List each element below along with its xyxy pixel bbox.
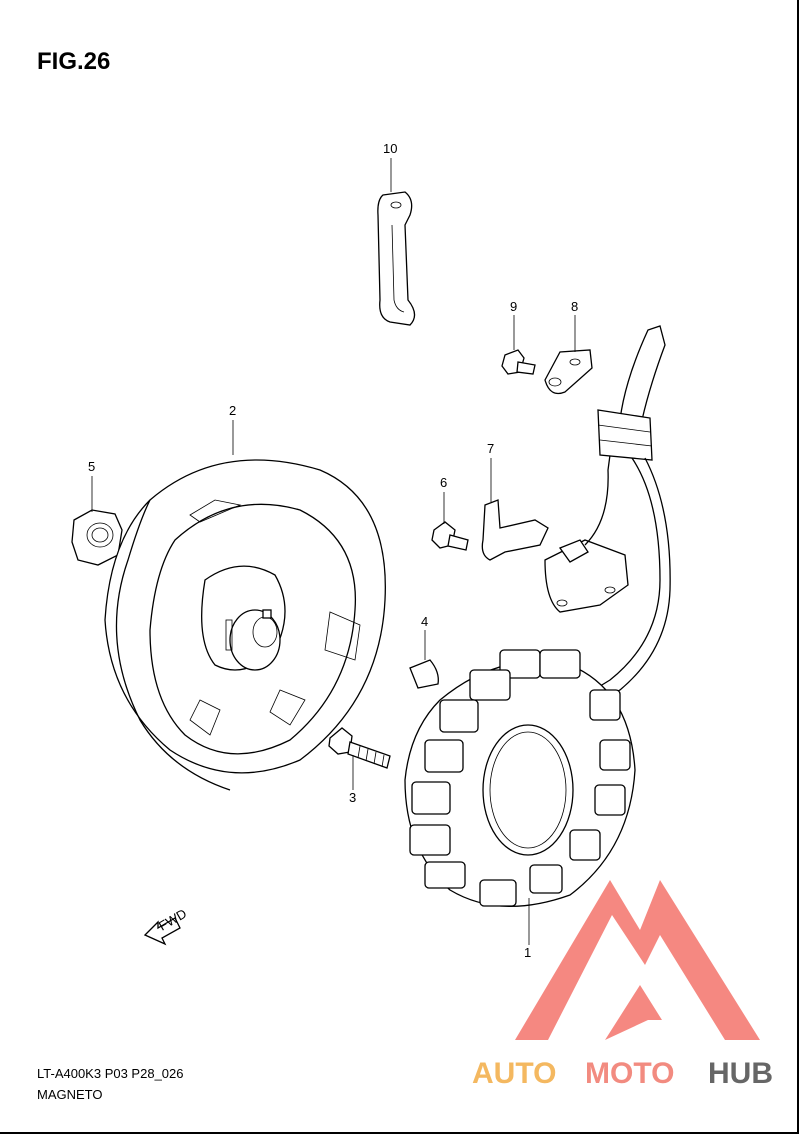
part-6-screw xyxy=(431,521,469,551)
leader-lines xyxy=(91,158,576,945)
svg-text:HUB: HUB xyxy=(708,1057,773,1090)
fwd-arrow: FWD xyxy=(143,906,189,946)
callout-8: 8 xyxy=(571,299,578,314)
callout-6: 6 xyxy=(440,475,447,490)
callout-1: 1 xyxy=(524,945,531,960)
callout-5: 5 xyxy=(88,459,95,474)
model-code: LT-A400K3 P03 P28_026 xyxy=(37,1066,184,1081)
svg-text:MOTO: MOTO xyxy=(585,1057,674,1090)
callout-9: 9 xyxy=(510,299,517,314)
part-7-pickup-assembly xyxy=(481,439,629,613)
callout-4: 4 xyxy=(421,614,428,629)
part-4-key xyxy=(409,659,439,689)
part-2-flywheel-rotor xyxy=(104,459,386,791)
figure-title: FIG.26 xyxy=(37,48,111,75)
callout-7: 7 xyxy=(487,441,494,456)
part-3-bolt xyxy=(328,727,391,769)
part-10-bracket xyxy=(377,191,416,326)
watermark-text: AUTO MOTO HUB xyxy=(472,1057,773,1090)
part-9-bolt xyxy=(501,349,536,375)
callout-2: 2 xyxy=(229,403,236,418)
part-1-stator xyxy=(404,649,636,907)
watermark-logo xyxy=(515,880,760,1040)
section-name: MAGNETO xyxy=(37,1087,103,1102)
callout-10: 10 xyxy=(383,141,397,156)
svg-text:AUTO: AUTO xyxy=(472,1057,556,1090)
part-5-nut xyxy=(71,509,123,566)
part-8-plate xyxy=(544,349,593,395)
wiring-harness xyxy=(519,325,671,739)
callout-3: 3 xyxy=(349,790,356,805)
callouts: 1 2 3 4 5 6 7 8 9 10 xyxy=(88,141,578,960)
